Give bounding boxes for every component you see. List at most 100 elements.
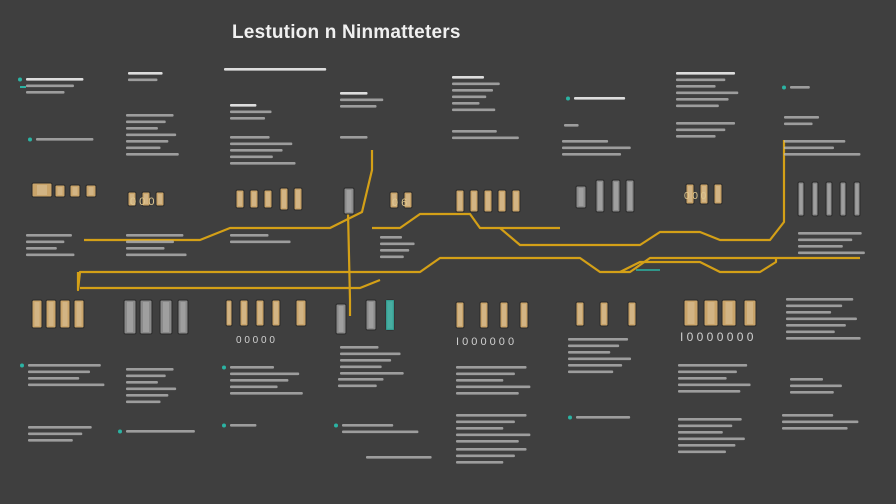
component-highlight xyxy=(242,302,246,324)
component-highlight xyxy=(252,192,256,206)
text-line xyxy=(28,364,101,367)
component-highlight xyxy=(57,187,63,195)
capacitor-row2-c xyxy=(455,301,465,329)
text-block xyxy=(456,414,531,443)
text-line xyxy=(230,372,300,376)
text-line xyxy=(786,337,861,340)
text-line xyxy=(452,95,487,99)
component-highlight xyxy=(602,304,606,324)
capacitor-row1-b xyxy=(389,191,399,209)
text-line xyxy=(676,128,726,132)
capacitor-row2-c xyxy=(479,301,489,329)
text-block xyxy=(784,116,820,126)
component-highlight xyxy=(88,187,94,195)
text-line xyxy=(456,420,515,424)
component-highlight xyxy=(688,186,692,202)
text-line xyxy=(126,247,165,250)
text-line xyxy=(340,105,377,108)
capacitor-row2-a xyxy=(31,299,43,329)
text-block xyxy=(26,234,75,257)
component-highlight xyxy=(702,186,706,202)
text-block xyxy=(676,122,736,138)
text-line xyxy=(230,149,283,152)
capacitor-row1-mid xyxy=(249,189,259,209)
resistor-row1-b xyxy=(595,179,605,213)
capacitor-left xyxy=(31,182,53,198)
capacitor-row2-b xyxy=(225,299,233,327)
text-line xyxy=(126,387,177,391)
component-highlight xyxy=(716,186,720,202)
capacitor-row2-d xyxy=(627,301,637,327)
text-line xyxy=(678,377,727,380)
capacitor-row1 xyxy=(141,191,151,207)
component-highlight xyxy=(338,306,344,332)
text-block xyxy=(340,136,368,139)
capacitor-row1-b xyxy=(403,191,413,209)
text-line xyxy=(790,378,823,381)
bullet-marker xyxy=(568,415,572,420)
bullet-marker xyxy=(118,429,122,434)
text-block xyxy=(224,68,327,71)
component-highlight xyxy=(813,184,817,214)
text-line xyxy=(574,97,626,100)
text-block xyxy=(380,236,415,259)
text-line xyxy=(342,430,419,434)
text-line xyxy=(456,427,504,430)
text-line xyxy=(784,153,861,156)
component-highlight xyxy=(406,194,410,206)
text-block xyxy=(230,136,296,165)
text-line xyxy=(456,461,504,464)
text-line xyxy=(678,390,741,393)
text-line xyxy=(456,372,515,376)
text-line xyxy=(28,432,83,436)
text-line xyxy=(340,359,392,362)
text-block xyxy=(366,456,432,459)
text-line xyxy=(126,133,177,137)
component-highlight xyxy=(500,192,504,210)
text-line xyxy=(380,236,402,239)
component-highlight xyxy=(458,304,462,326)
capacitor-row2-b xyxy=(239,299,249,327)
text-line xyxy=(338,384,377,388)
text-block xyxy=(782,414,859,430)
text-line xyxy=(456,366,527,369)
capacitor-row2-d xyxy=(575,301,585,327)
component-highlight xyxy=(486,192,490,210)
component-highlight xyxy=(614,182,618,210)
resistor-row1 xyxy=(343,187,355,215)
text-line xyxy=(676,78,726,82)
resistor-row2-a xyxy=(177,299,189,335)
component-highlight xyxy=(37,185,47,195)
component-highlight xyxy=(130,194,134,204)
text-line xyxy=(230,110,272,114)
component-label: 0 0 0 xyxy=(130,196,154,208)
text-line xyxy=(562,146,631,150)
component-highlight xyxy=(274,302,278,324)
text-block xyxy=(28,426,92,442)
component-highlight xyxy=(725,302,733,324)
component-highlight xyxy=(62,302,68,326)
text-line xyxy=(340,352,401,356)
text-line xyxy=(28,377,80,380)
text-line xyxy=(380,255,404,259)
text-line xyxy=(126,140,169,143)
text-line xyxy=(26,78,84,81)
capacitor-row2-c xyxy=(499,301,509,329)
text-line xyxy=(126,253,187,257)
text-line xyxy=(786,317,857,321)
text-line xyxy=(26,234,72,237)
component-label: I 0 0 0 0 0 0 xyxy=(456,336,514,348)
text-line xyxy=(676,104,719,108)
text-block xyxy=(798,232,865,255)
text-line xyxy=(676,91,739,95)
text-line xyxy=(782,420,859,424)
text-line xyxy=(28,426,92,429)
text-block xyxy=(334,423,419,434)
capacitor-row1 xyxy=(127,191,137,207)
text-line xyxy=(126,368,174,371)
capacitor-row1-d xyxy=(685,183,695,205)
text-block xyxy=(28,137,94,142)
text-block xyxy=(678,364,751,393)
text-line xyxy=(452,108,496,112)
component-highlight xyxy=(346,190,352,212)
